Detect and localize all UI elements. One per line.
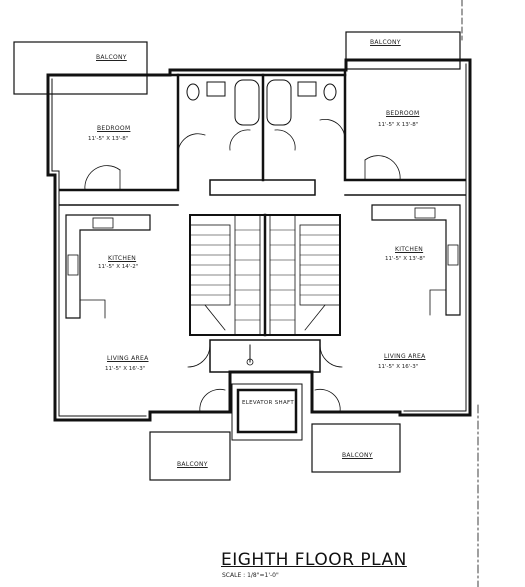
kitchen-right-dims: 11'-5" X 13'-8"	[385, 256, 426, 262]
stair-arrow-right	[304, 304, 326, 331]
bedroom-left-dims: 11'-5" X 13'-8"	[88, 136, 129, 142]
kitchen-right-range	[447, 244, 459, 266]
living-right-dims: 11'-5" X 16'-3"	[378, 364, 419, 370]
balcony-bottom-left-label: BALCONY	[177, 461, 208, 468]
balcony-top-left	[13, 41, 148, 95]
toilet-left	[186, 83, 200, 101]
elevator-car	[236, 388, 298, 434]
bathtub-left	[234, 79, 260, 126]
living-left-label: LIVING AREA	[107, 355, 149, 362]
bath-door-left	[229, 129, 251, 151]
lobby-door-right	[319, 344, 343, 368]
living-left-dims: 11'-5" X 16'-3"	[105, 366, 146, 372]
kitchen-left-dims: 11'-5" X 14'-2"	[98, 264, 139, 270]
bedroom-left-door	[84, 165, 121, 191]
corridor-top	[209, 179, 316, 196]
balcony-bottom-right-label: BALCONY	[342, 452, 373, 459]
stair-treads	[189, 229, 341, 321]
toilet-right	[323, 83, 337, 101]
bedroom-left-label: BEDROOM	[97, 125, 131, 132]
bedroom-left-bath-door	[177, 133, 206, 156]
kitchen-right-peninsula	[429, 289, 447, 316]
kitchen-left-peninsula	[79, 299, 106, 319]
plan-scale: SCALE : 1/8"=1'-0"	[222, 572, 279, 579]
lobby-door-left	[187, 344, 211, 368]
bedroom-right-walls	[343, 68, 467, 182]
stair-arrow-left	[204, 304, 226, 331]
elevator-shaft-outline	[231, 383, 303, 441]
kitchen-left-sink	[92, 217, 114, 229]
balcony-door-left	[199, 388, 226, 413]
living-right-label: LIVING AREA	[384, 353, 426, 360]
sink-right	[297, 81, 317, 97]
plan-title: EIGHTH FLOOR PLAN	[221, 550, 407, 570]
bathtub-right	[266, 79, 292, 126]
bedroom-right-dims: 11'-5" X 13'-8"	[378, 122, 419, 128]
kitchen-right-sink	[414, 207, 436, 219]
center-mark-dot	[246, 358, 254, 366]
balcony-door-right	[314, 388, 341, 413]
outline-inner-left	[51, 78, 147, 417]
kitchen-left-range	[67, 254, 79, 276]
balcony-bottom-left	[149, 431, 231, 481]
kitchen-left-counter	[65, 214, 151, 319]
balcony-top-left-label: BALCONY	[96, 54, 127, 61]
elevator-shaft-label: ELEVATOR SHAFT	[242, 400, 295, 406]
kitchen-right-counter	[371, 204, 461, 316]
balcony-bottom-right	[311, 423, 401, 473]
bedroom-left-walls	[46, 73, 180, 192]
bath-door-right	[274, 129, 296, 151]
kitchen-right-label: KITCHEN	[395, 246, 424, 253]
bedroom-right-door	[319, 119, 346, 141]
kitchen-left-label: KITCHEN	[108, 255, 137, 262]
balcony-top-right-label: BALCONY	[370, 39, 401, 46]
bedroom-right-label: BEDROOM	[386, 110, 420, 117]
balcony-top-right	[345, 31, 461, 70]
sink-left	[206, 81, 226, 97]
lobby	[209, 339, 321, 373]
bedroom-right-closet-door	[364, 155, 401, 181]
